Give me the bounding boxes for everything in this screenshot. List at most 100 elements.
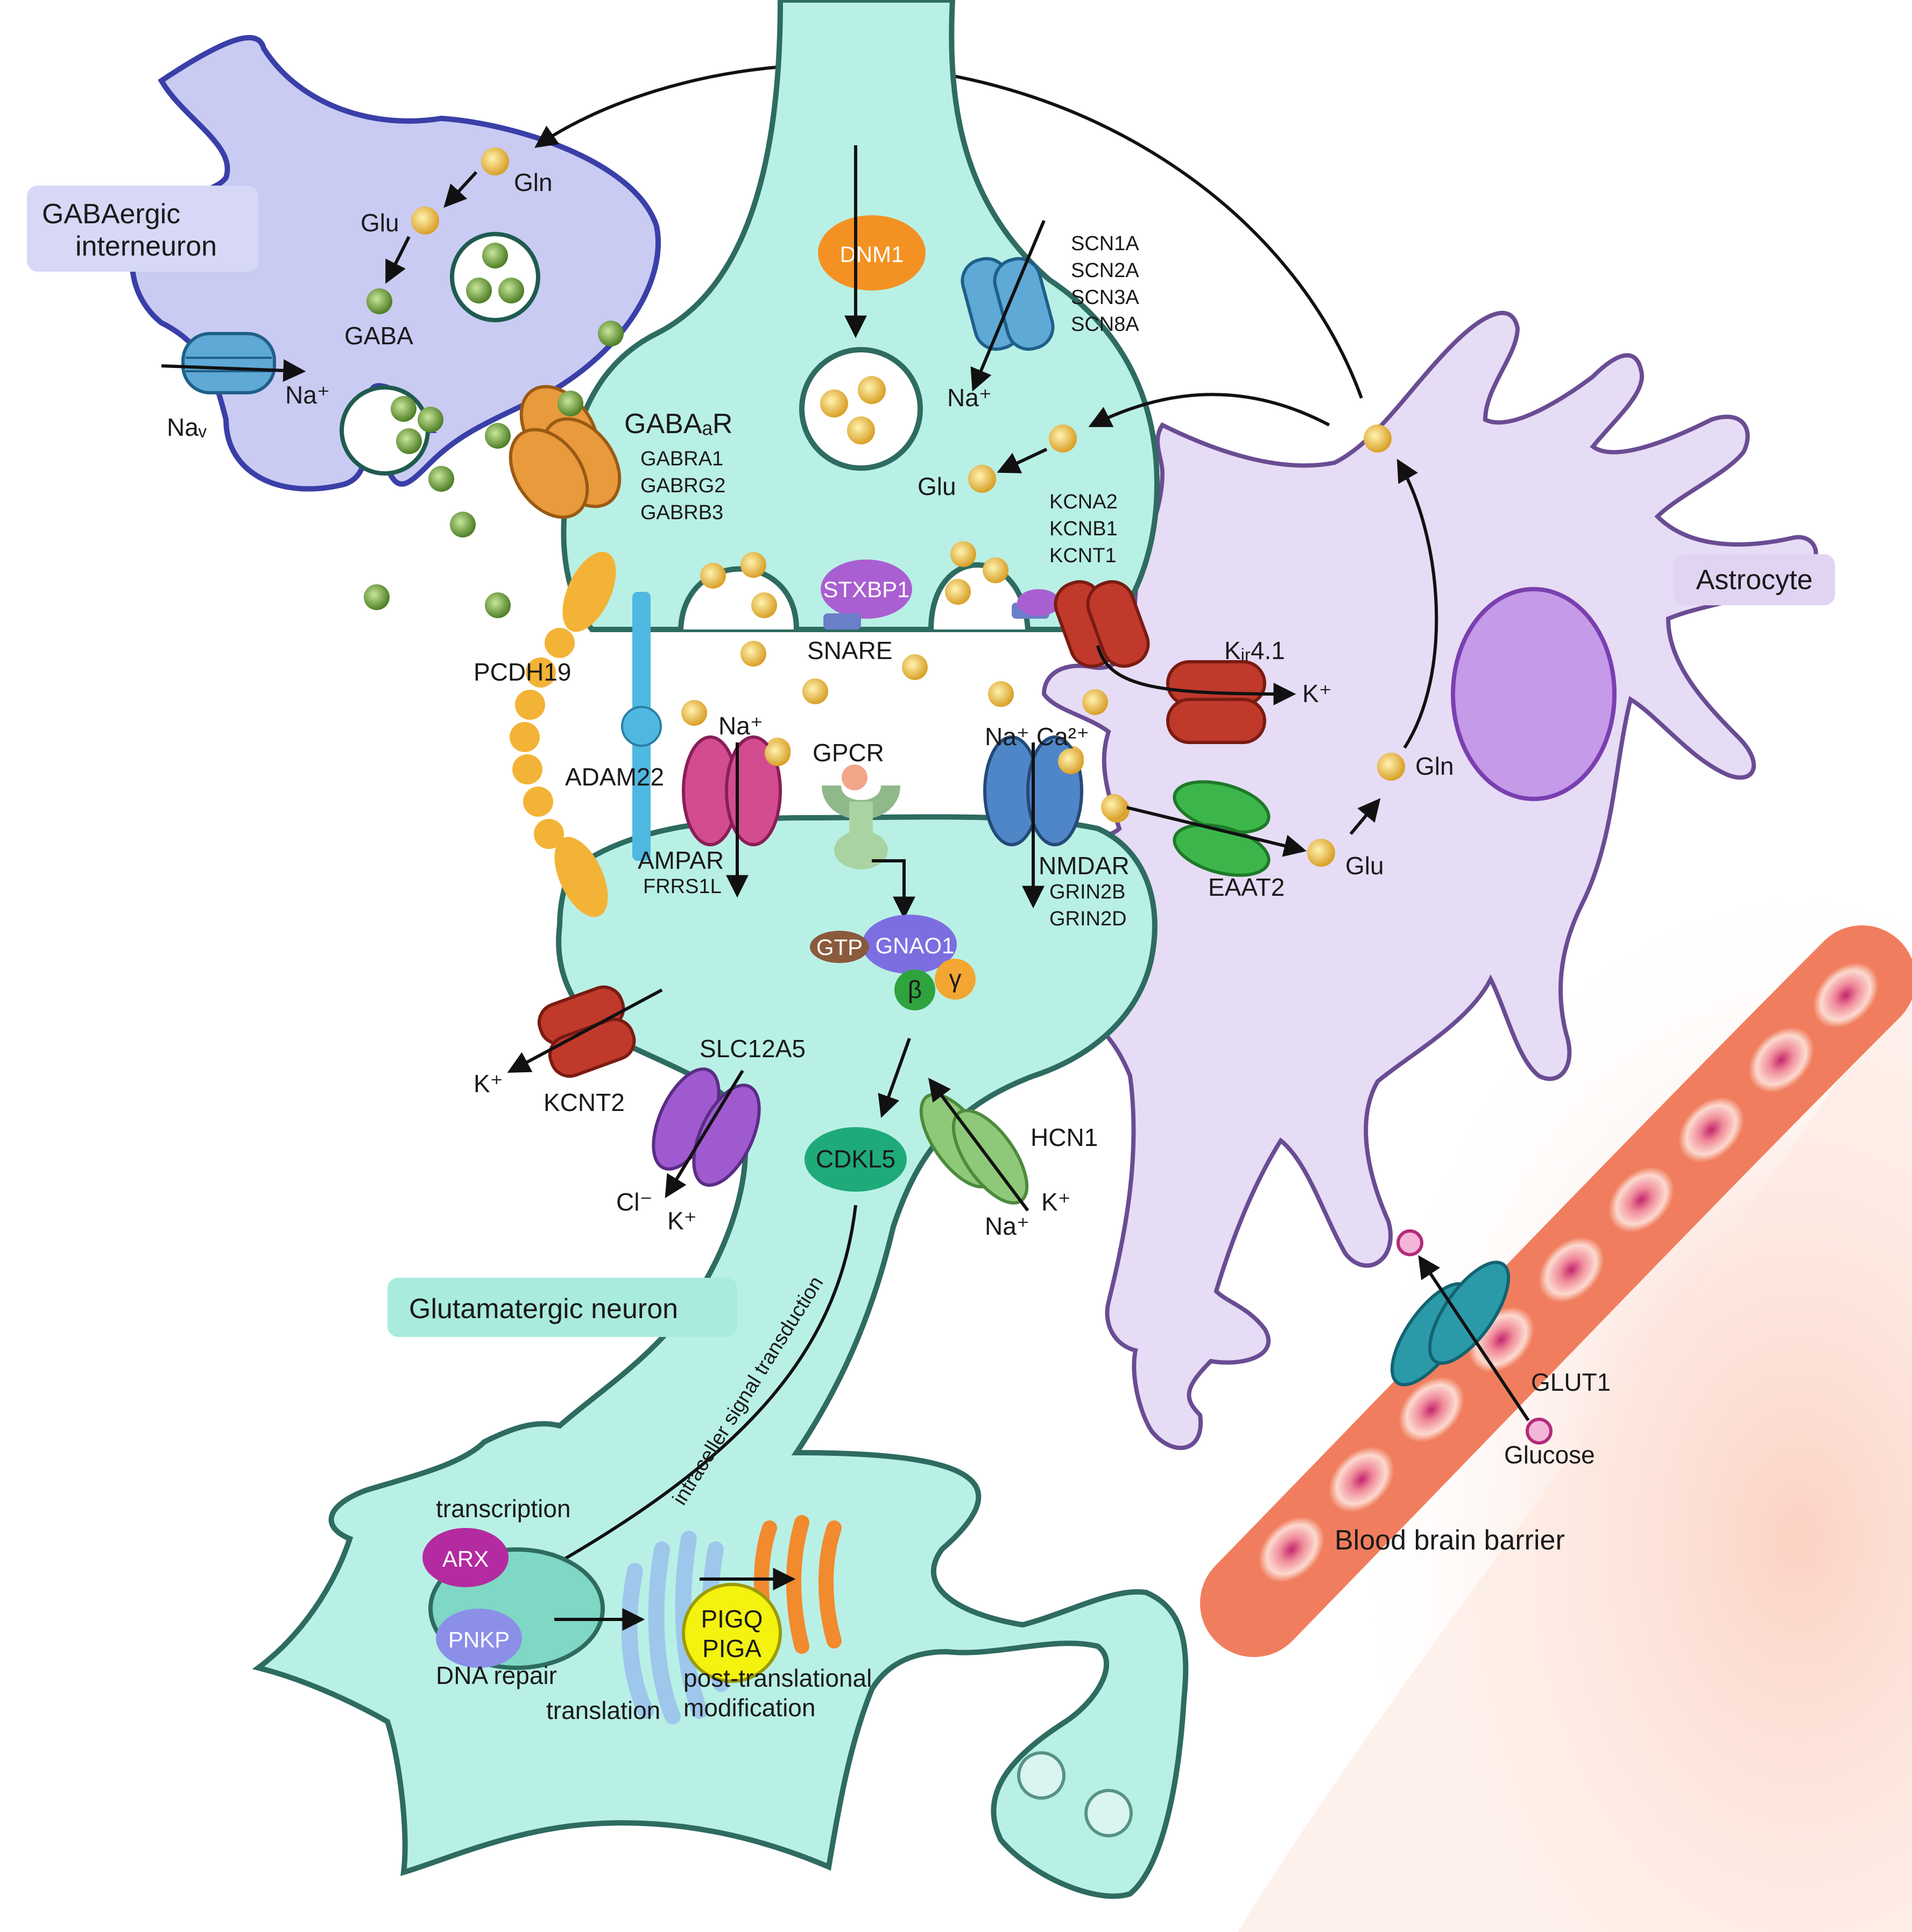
gaba-gaba-label: GABA xyxy=(344,322,413,350)
pcdh19-protein xyxy=(510,551,616,917)
gpcr-label: GPCR xyxy=(813,739,884,767)
synaptic-vesicle xyxy=(799,347,923,471)
astro-glu-label: Glu xyxy=(1345,852,1384,880)
glu-dot xyxy=(411,207,439,235)
pigq-label: PIGQ xyxy=(701,1605,763,1633)
pnkp-protein xyxy=(436,1609,522,1668)
nmdar-ions-label: Na⁺ Ca²⁺ xyxy=(985,723,1089,751)
gln-dot xyxy=(481,147,509,175)
gtp-molecule xyxy=(810,931,869,963)
kcnt1-label: KCNT1 xyxy=(1049,544,1117,567)
glut1-transporter xyxy=(1390,1255,1530,1421)
kcnb1-label: KCNB1 xyxy=(1049,518,1118,540)
scn2a-label: SCN2A xyxy=(1071,259,1139,282)
adam22-protein xyxy=(621,592,662,861)
stxbp1-label: STXBP1 xyxy=(823,577,909,602)
ampar-na-label: Na⁺ xyxy=(718,712,763,740)
gabrg2-label: GABRG2 xyxy=(640,475,725,497)
ptm-label-line2: modification xyxy=(683,1694,815,1722)
hcn1-channel xyxy=(919,1078,1029,1212)
scn3a-label: SCN3A xyxy=(1071,286,1139,309)
cdkl5-protein xyxy=(805,1127,907,1192)
piga-label: PIGA xyxy=(702,1634,761,1662)
kcnt2-channel xyxy=(507,985,663,1078)
pcdh19-label: PCDH19 xyxy=(474,658,572,686)
eaat2-transporter xyxy=(1124,780,1307,877)
soma-organelles xyxy=(422,1515,842,1724)
snare-label: SNARE xyxy=(807,636,892,664)
gpcr-receptor xyxy=(822,765,915,919)
kcnt2-k-label: K⁺ xyxy=(474,1070,503,1098)
beta-subunit xyxy=(894,969,935,1010)
slc12a5-transporter xyxy=(652,1067,761,1199)
scn-sodium-channel xyxy=(961,220,1055,392)
kcnt2-label: KCNT2 xyxy=(544,1088,625,1116)
g-protein-complex xyxy=(810,915,976,1010)
presynaptic-terminal: DNM1 SCN1A SCN2A SCN3A SCN8A Na⁺ Glu STX… xyxy=(561,0,1330,668)
glucose-label: Glucose xyxy=(1504,1441,1595,1469)
gabaa-receptor xyxy=(509,385,622,519)
ampar-receptor xyxy=(682,735,782,898)
gaba-na-label: Na⁺ xyxy=(285,381,330,409)
pnkp-label: PNKP xyxy=(448,1627,510,1652)
scn1a-label: SCN1A xyxy=(1071,232,1139,255)
hcn1-label: HCN1 xyxy=(1031,1123,1098,1151)
ampar-label: AMPAR xyxy=(638,846,724,874)
arx-label: ARX xyxy=(442,1546,489,1572)
gtp-label: GTP xyxy=(816,935,863,960)
kcna2-label: KCNA2 xyxy=(1049,491,1118,513)
cdkl5-label: CDKL5 xyxy=(816,1145,895,1173)
dna-repair-label: DNA repair xyxy=(436,1661,557,1689)
grin2b-label: GRIN2B xyxy=(1049,881,1125,903)
slc-cl-label: Cl⁻ xyxy=(616,1188,653,1216)
gaba-extracellular-dots xyxy=(364,321,624,618)
dnm1-protein xyxy=(818,215,926,291)
gabaar-label: GABAₐR xyxy=(624,408,732,440)
nav-label: Naᵥ xyxy=(167,413,207,441)
glucose-dot-out xyxy=(1526,1418,1553,1445)
eaat2-label: EAAT2 xyxy=(1208,873,1285,901)
glutamatergic-label: Glutamatergic neuron xyxy=(409,1293,678,1325)
transcription-label: transcription xyxy=(436,1495,571,1523)
grin2d-label: GRIN2D xyxy=(1049,908,1127,930)
gamma-label: γ xyxy=(949,965,962,993)
gnao1-protein xyxy=(862,915,957,974)
ptm-label-line1: post-translational xyxy=(683,1664,872,1692)
astrocyte-label: Astrocyte xyxy=(1696,564,1813,596)
gabaergic-label-bg xyxy=(27,186,258,272)
adam22-label: ADAM22 xyxy=(565,763,664,791)
gabra1-label: GABRA1 xyxy=(640,448,723,470)
frrs1l-label: FRRS1L xyxy=(643,875,722,898)
glut1-label: GLUT1 xyxy=(1531,1368,1611,1396)
signal-transduction-arrow xyxy=(539,1205,857,1574)
scn8a-label: SCN8A xyxy=(1071,313,1139,336)
stxbp1-protein xyxy=(821,560,912,619)
kir-k-label: K⁺ xyxy=(1302,680,1332,707)
postsynaptic-neuron: Glutamatergic neuron xyxy=(252,814,1189,1899)
presyn-glu-label: Glu xyxy=(918,472,956,500)
glutamatergic-label-bg xyxy=(387,1278,737,1337)
gabaergic-label-line2: interneuron xyxy=(75,231,217,262)
arx-protein xyxy=(422,1528,509,1587)
kir41-channel xyxy=(1096,645,1296,744)
nav-channel xyxy=(161,332,306,394)
gaba-dot xyxy=(366,288,392,314)
hcn1-na-label: Na⁺ xyxy=(985,1212,1029,1240)
slc12a5-label: SLC12A5 xyxy=(700,1035,806,1063)
kcn-potassium-channel xyxy=(1054,580,1150,668)
beta-label: β xyxy=(908,975,922,1003)
slc-k-label: K⁺ xyxy=(667,1207,697,1235)
hcn1-k-label: K⁺ xyxy=(1041,1188,1071,1216)
dnm1-label: DNM1 xyxy=(839,242,904,267)
gaba-glu-label: Glu xyxy=(361,209,399,237)
astrocyte-nucleus xyxy=(1451,587,1617,801)
astrocyte-label-bg xyxy=(1674,554,1835,605)
gamma-subunit xyxy=(935,959,976,1000)
glucose-dot-in xyxy=(1396,1229,1423,1256)
pig-complex xyxy=(682,1583,782,1683)
gabaergic-label-line1: GABAergic xyxy=(42,199,180,230)
snare-complex-left xyxy=(823,613,861,629)
gabrb3-label: GABRB3 xyxy=(640,501,723,524)
gabaergic-interneuron: GABAergic interneuron Gln Glu GABA Na⁺ N… xyxy=(27,35,661,492)
